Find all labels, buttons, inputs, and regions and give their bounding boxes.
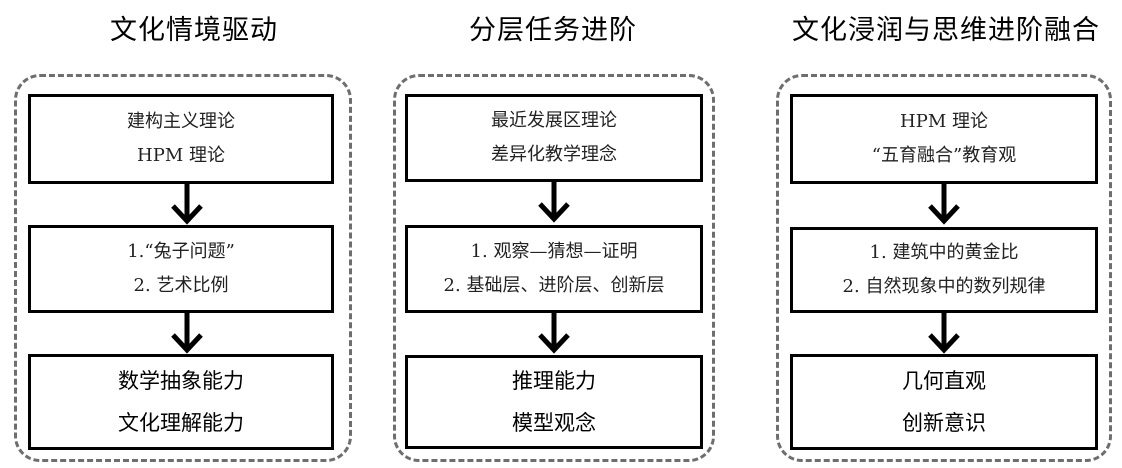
down-arrow-icon xyxy=(171,184,203,225)
theory-box: HPM 理论 “五育融合”教育观 xyxy=(790,94,1098,184)
theory-line: 最近发展区理论 xyxy=(491,110,617,131)
column-title: 文化浸润与思维进阶融合 xyxy=(792,15,1100,46)
ability-box: 数学抽象能力 文化理解能力 xyxy=(28,354,334,450)
down-arrow-icon xyxy=(538,182,570,223)
column-title: 分层任务进阶 xyxy=(469,15,637,46)
down-arrow-icon xyxy=(928,184,960,225)
ability-line: 推理能力 xyxy=(512,369,596,393)
dashed-frame xyxy=(393,74,715,462)
theory-line: HPM 理论 xyxy=(900,111,988,132)
theory-line: “五育融合”教育观 xyxy=(871,145,1017,166)
dashed-frame xyxy=(14,74,352,462)
ability-line: 几何直观 xyxy=(902,369,986,393)
ability-box: 推理能力 模型观念 xyxy=(405,355,703,449)
down-arrow-icon xyxy=(538,313,570,354)
theory-box: 建构主义理论 HPM 理论 xyxy=(28,94,334,184)
ability-line: 创新意识 xyxy=(902,411,986,435)
task-line: 2. 自然现象中的数列规律 xyxy=(842,276,1046,297)
down-arrow-icon xyxy=(928,313,960,354)
theory-box: 最近发展区理论 差异化教学理念 xyxy=(405,94,703,182)
task-line: 1. 建筑中的黄金比 xyxy=(869,242,1019,263)
column-title: 文化情境驱动 xyxy=(110,15,278,46)
task-box: 1. 观察—猜想—证明 2. 基础层、进阶层、创新层 xyxy=(405,225,703,313)
ability-line: 模型观念 xyxy=(512,411,596,435)
task-line: 1.“兔子问题” xyxy=(127,241,235,262)
task-line: 2. 艺术比例 xyxy=(133,275,229,296)
theory-line: 建构主义理论 xyxy=(127,111,235,132)
down-arrow-icon xyxy=(171,313,203,354)
task-box: 1. 建筑中的黄金比 2. 自然现象中的数列规律 xyxy=(790,227,1098,313)
task-box: 1.“兔子问题” 2. 艺术比例 xyxy=(28,225,334,313)
theory-line: HPM 理论 xyxy=(137,145,225,166)
ability-line: 文化理解能力 xyxy=(118,411,244,435)
ability-box: 几何直观 创新意识 xyxy=(790,354,1098,450)
task-line: 2. 基础层、进阶层、创新层 xyxy=(443,275,665,296)
dashed-frame xyxy=(776,74,1112,462)
task-line: 1. 观察—猜想—证明 xyxy=(470,241,638,262)
ability-line: 数学抽象能力 xyxy=(118,369,244,393)
theory-line: 差异化教学理念 xyxy=(491,144,617,165)
